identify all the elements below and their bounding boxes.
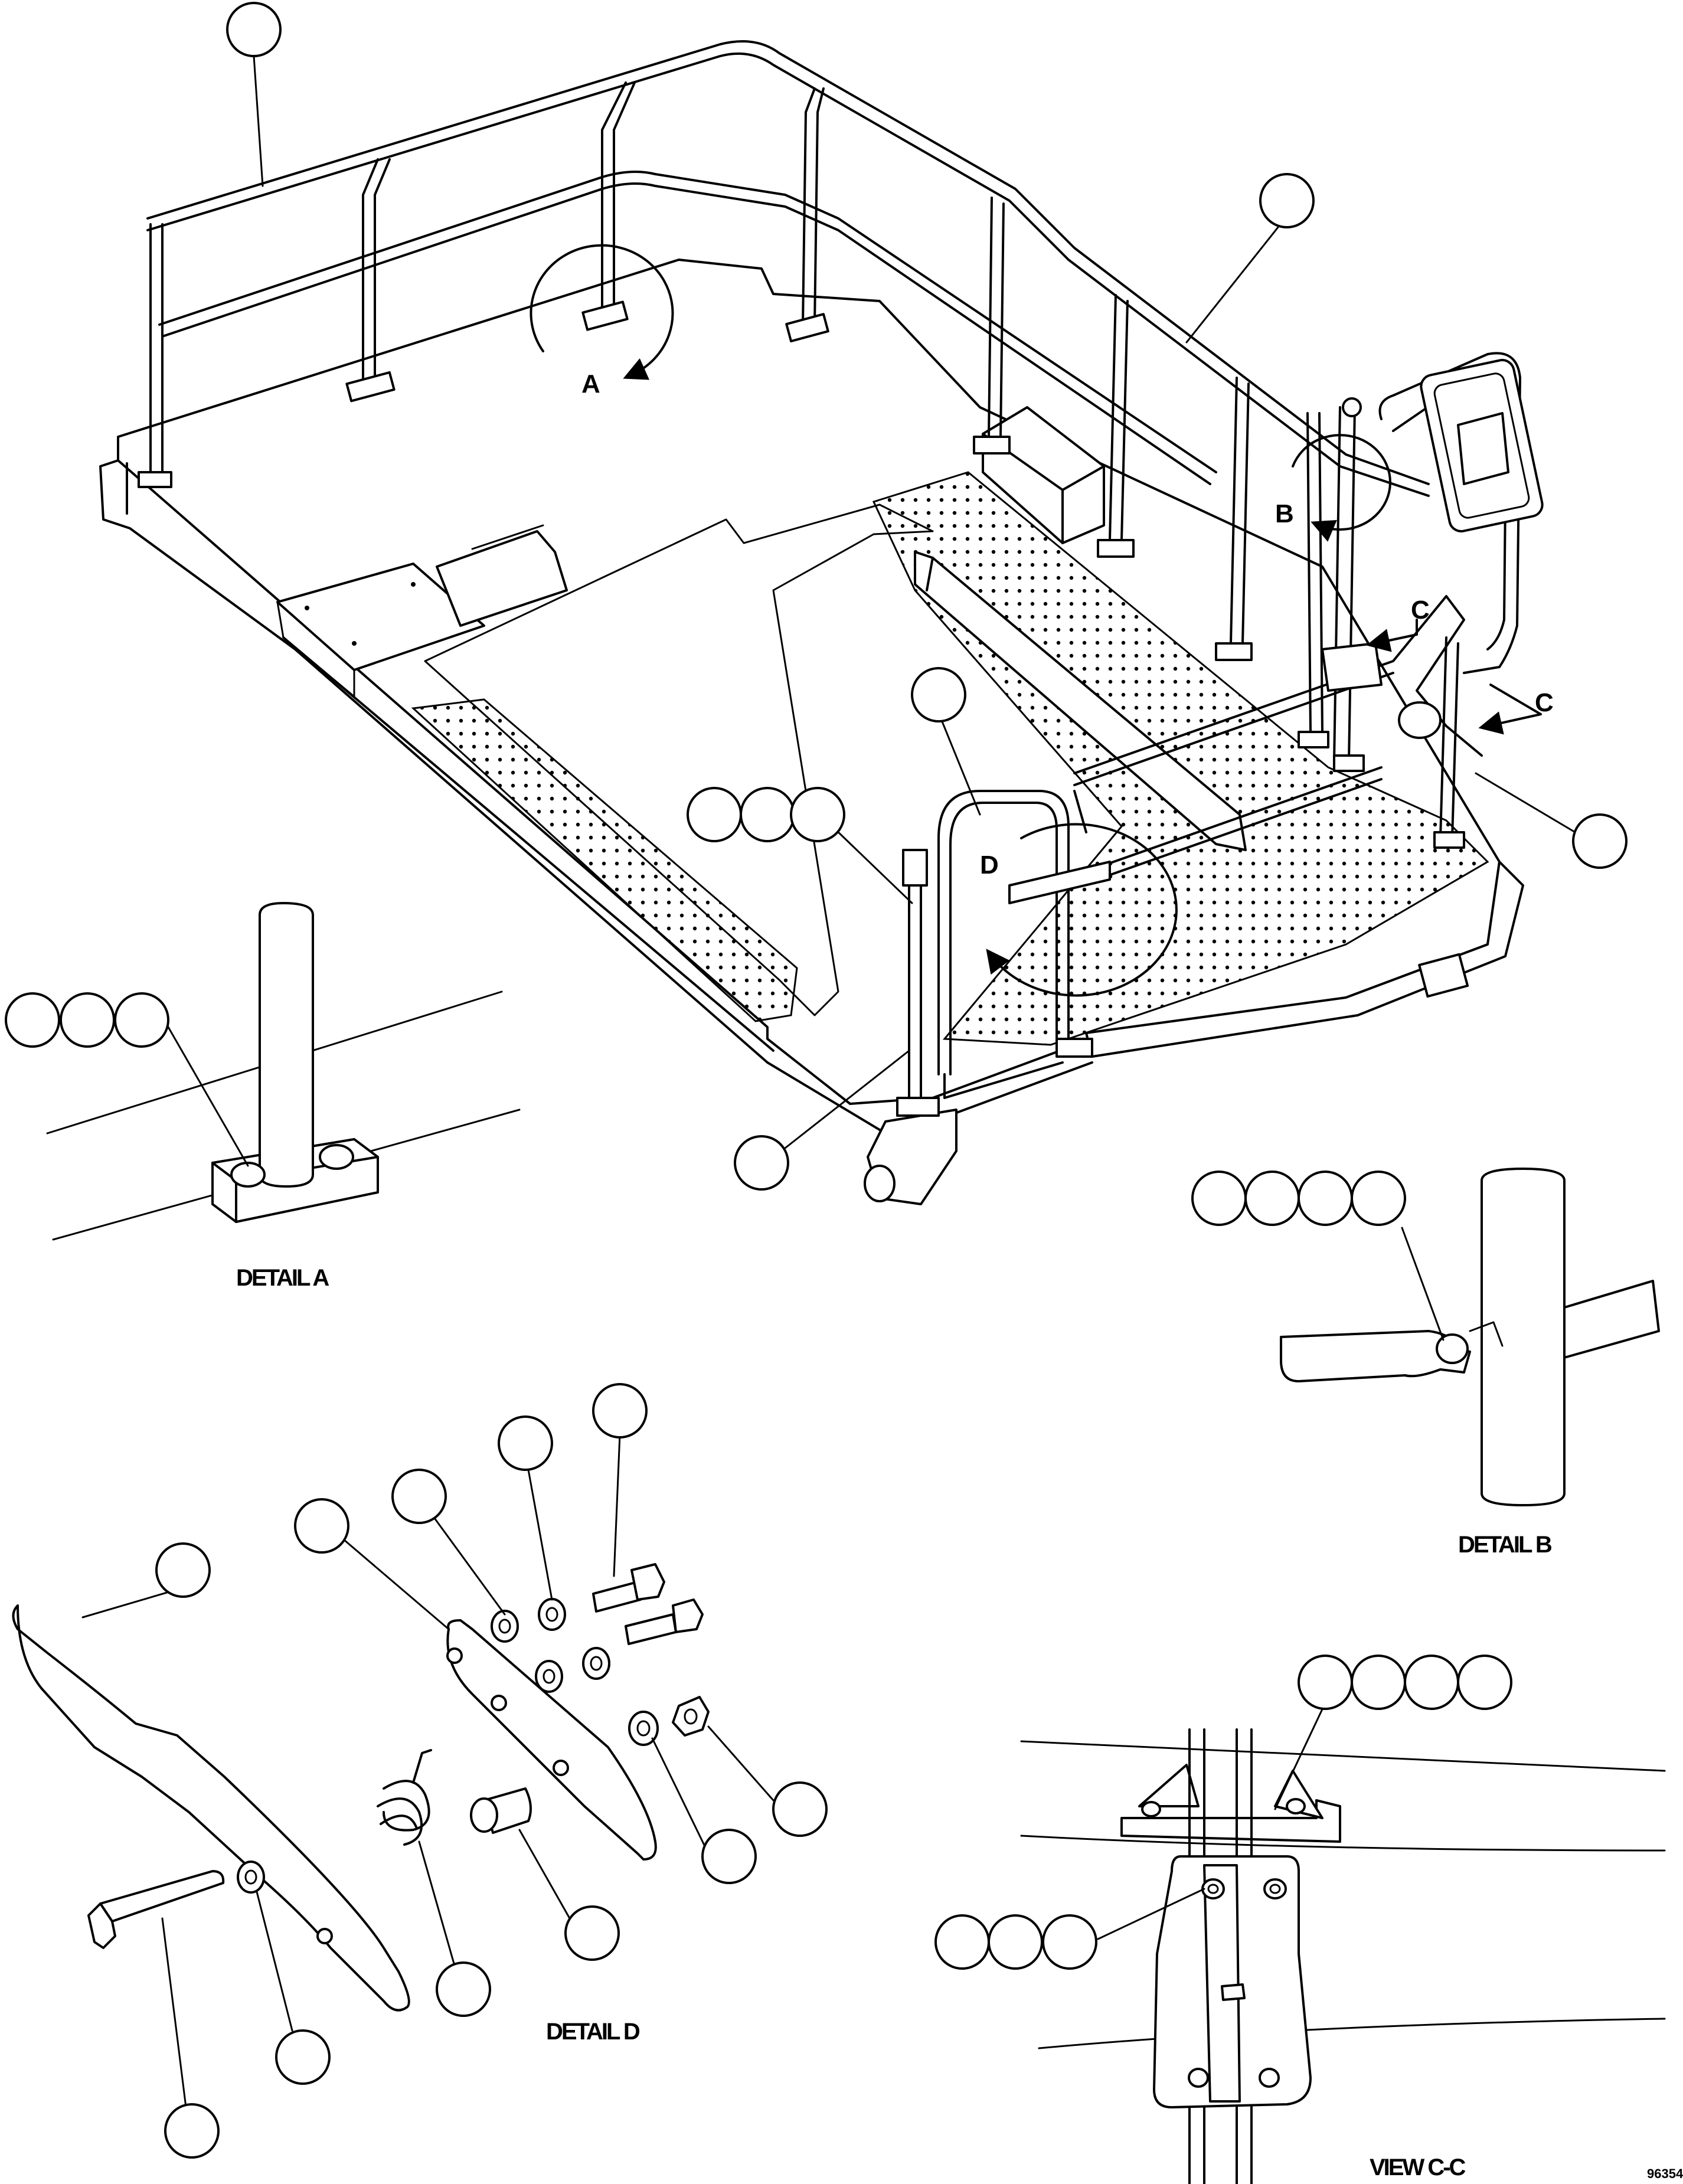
drawing-code: 96354 (1647, 2166, 1683, 2181)
item-balloon (155, 1542, 211, 1598)
gate (937, 790, 1070, 1075)
detail-a-caption: DETAIL A (236, 1265, 329, 1291)
item-balloon (564, 1905, 620, 1961)
item-balloon (934, 1914, 990, 1970)
spring (377, 1749, 432, 1846)
section-c-lower: C (1535, 688, 1554, 717)
latch-plate (446, 1619, 657, 1861)
item-balloon (1191, 1171, 1247, 1226)
view-cc: VIEW C-C (934, 1655, 1666, 2184)
item-balloon (734, 1135, 789, 1191)
item-balloon (226, 2, 282, 57)
item-balloon (1572, 813, 1628, 869)
item-balloon (1042, 1914, 1097, 1970)
item-balloon (391, 1469, 447, 1524)
detail-d-marker: D (980, 851, 999, 880)
perforated-walkway-left (411, 698, 798, 1022)
item-balloon (1244, 1171, 1300, 1226)
item-balloon (740, 787, 795, 842)
item-balloon (5, 992, 60, 1048)
gate-lever (12, 1604, 410, 2012)
item-balloon (1404, 1655, 1459, 1710)
item-balloon (911, 667, 966, 722)
item-balloon (772, 1781, 828, 1837)
detail-d-circle (986, 823, 1178, 997)
item-balloon (164, 2103, 220, 2159)
floor-inner-panel (424, 504, 934, 1016)
guard-rail-front (896, 352, 1544, 1117)
item-balloon (592, 1383, 648, 1438)
detail-a-view: DETAIL A (5, 902, 521, 1291)
item-balloon (1457, 1655, 1512, 1710)
item-balloon (687, 787, 742, 842)
item-balloon (1351, 1655, 1406, 1710)
item-balloon (294, 1498, 349, 1554)
item-balloon (790, 787, 845, 842)
section-c-arrow-upper (1366, 619, 1418, 652)
item-balloon (988, 1914, 1043, 1970)
detail-callouts-main: A B D C C (530, 244, 1554, 997)
main-platform-view (99, 259, 1524, 1205)
detail-d-caption: DETAIL D (546, 2019, 640, 2045)
guard-rail-rear (138, 40, 1430, 661)
detail-a-circle (530, 244, 674, 380)
item-balloon (1351, 1171, 1406, 1226)
item-balloon (436, 1961, 491, 2017)
light-box (1418, 953, 1469, 998)
view-cc-caption: VIEW C-C (1370, 2154, 1466, 2180)
detail-b-marker: B (1275, 499, 1294, 528)
item-balloon (114, 992, 169, 1048)
item-balloon (1259, 173, 1315, 228)
item-balloon (275, 2029, 331, 2085)
perforated-walkway-right (872, 471, 1489, 1046)
item-balloons-main (226, 2, 1628, 1191)
item-balloon (1298, 1655, 1353, 1710)
section-c-arrow-lower (1478, 684, 1542, 735)
detail-b-circle (1292, 434, 1391, 542)
detail-a-marker: A (581, 370, 600, 398)
item-balloon (498, 1415, 553, 1471)
platform-deck (117, 259, 1501, 1105)
item-balloon (60, 992, 115, 1048)
mounting-plate (276, 563, 485, 671)
detail-d-view: DETAIL D (12, 1383, 828, 2159)
item-balloon (1298, 1171, 1353, 1226)
mirror (1420, 359, 1544, 532)
item-balloon (701, 1829, 757, 1884)
detail-b-view: DETAIL B (1191, 1168, 1660, 1558)
section-c-upper: C (1411, 596, 1430, 625)
detail-b-caption: DETAIL B (1458, 1532, 1552, 1558)
